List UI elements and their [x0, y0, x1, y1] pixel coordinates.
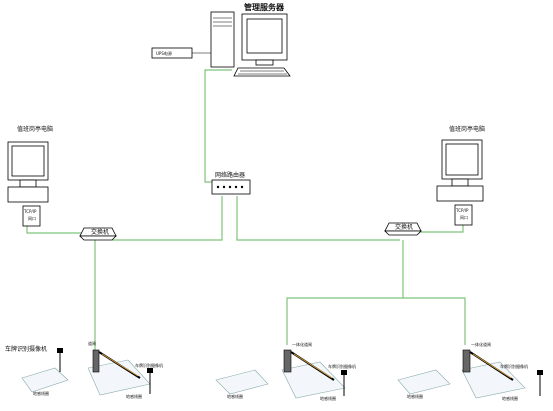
- lane3-camera2-icon: [537, 370, 543, 375]
- left-pc-port-label-2: 网口: [28, 216, 36, 221]
- wire-router-right-switch: [236, 196, 400, 241]
- right-pc-base: [436, 185, 484, 202]
- right-switch-base: [384, 230, 422, 236]
- server-tower: [210, 11, 235, 68]
- connection-wires: [26, 69, 466, 355]
- wire-switch-lane3: [403, 297, 466, 345]
- lane3-loop-pad-1: [397, 369, 451, 395]
- lane2-loop2-label: 地感线圈: [320, 395, 336, 401]
- lane2-camera-label: 一体化道闸: [292, 341, 312, 347]
- left-pc-base: [7, 186, 49, 203]
- lane1-camera2-icon: [147, 368, 153, 373]
- right-pc-screen: [445, 143, 479, 176]
- wire-left-pc-switch: [26, 225, 82, 234]
- lane1-loop2-label: 地感线圈: [126, 393, 142, 399]
- wire-right-pc-switch: [418, 224, 464, 233]
- lane1-camera2-label: 车牌识别摄像机: [135, 362, 163, 368]
- lane3-loop-pad-2: [461, 361, 526, 399]
- left-duty-pc: 值班岗亭电脑 TCP/IP 网口: [7, 125, 53, 227]
- right-pc-port-label-1: TCP/IP: [455, 208, 469, 213]
- router-label: 网络路由器: [215, 171, 245, 179]
- lane-1: 车牌识别摄像机 道闸 车牌识别摄像机 地感线圈 地感线圈: [5, 340, 163, 399]
- lane2-barrier-post: [283, 349, 292, 373]
- right-switch: 交换机: [384, 222, 422, 236]
- lane3-camera2-label: 车牌识别摄像机: [500, 363, 528, 369]
- lane1-camera-icon: [57, 348, 63, 353]
- lane2-loop-label: 地感线圈: [227, 393, 243, 399]
- lane2-camera2-icon: [341, 370, 347, 375]
- wire-server-router: [204, 69, 232, 183]
- management-server: 管理服务器 UPS电源: [151, 2, 291, 77]
- left-pc-stand: [19, 179, 37, 188]
- server-keyboard: [233, 67, 291, 77]
- left-pc-port-label-1: TCP/IP: [23, 209, 37, 214]
- lane-3: 一体化道闸 车牌识别摄像机 地感线圈 地感线圈: [397, 341, 543, 401]
- lane2-loop-pad-1: [215, 369, 269, 395]
- server-monitor-stand: [255, 59, 274, 66]
- server-label: 管理服务器: [244, 2, 285, 12]
- server-monitor-screen: [246, 18, 283, 54]
- lane3-loop2-label: 地感线圈: [502, 395, 518, 401]
- left-pc-screen: [11, 145, 45, 177]
- right-pc-stand: [451, 178, 469, 187]
- right-pc-port-label-2: 网口: [460, 215, 468, 220]
- right-duty-pc: 值班岗亭电脑 TCP/IP 网口: [436, 125, 485, 226]
- right-pc-port-box: [454, 204, 473, 226]
- lane2-loop-pad-2: [281, 361, 346, 399]
- left-switch: 交换机: [79, 227, 117, 241]
- left-pc-label: 值班岗亭电脑: [17, 125, 53, 133]
- left-switch-label: 交换机: [91, 228, 109, 236]
- lane-2: 一体化道闸 车牌识别摄像机 地感线圈 地感线圈: [215, 341, 356, 401]
- lane1-camera-label: 车牌识别摄像机: [5, 345, 47, 353]
- left-pc-port-box: [22, 205, 41, 227]
- lane2-camera2-label: 车牌识别摄像机: [328, 363, 356, 369]
- lane3-barrier-post: [462, 349, 471, 373]
- wire-switch-lane2: [286, 240, 404, 345]
- lane1-loop-label: 地感线圈: [33, 390, 49, 396]
- lane1-barrier-post: [92, 349, 100, 373]
- ups-label: UPS电源: [156, 50, 172, 56]
- lane1-loop-pad-1: [21, 367, 69, 393]
- wire-router-left-switch: [112, 196, 223, 241]
- lane3-loop-label: 地感线圈: [407, 393, 423, 399]
- lane3-camera-label: 一体化道闸: [471, 341, 491, 347]
- left-switch-base: [79, 235, 117, 241]
- lane1-barrier-label: 道闸: [88, 340, 96, 346]
- right-pc-label: 值班岗亭电脑: [449, 125, 485, 133]
- network-router: 网络路由器: [211, 171, 251, 195]
- right-switch-label: 交换机: [395, 223, 413, 231]
